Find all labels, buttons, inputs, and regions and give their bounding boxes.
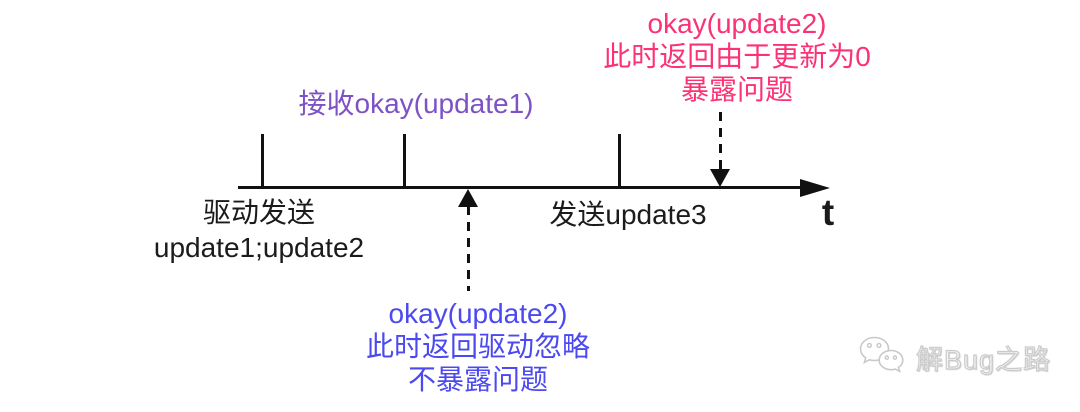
- watermark-text: 解Bug之路: [915, 344, 1052, 375]
- annotation-line: 此时返回驱动忽略: [365, 331, 591, 362]
- arrowhead-up-icon: [458, 189, 478, 207]
- label-line: 驱动发送: [202, 197, 315, 228]
- annotation-line: 不暴露问题: [407, 364, 549, 395]
- time-axis-line: [238, 186, 802, 189]
- label-driver-send: 驱动发送 update1;update2: [154, 195, 364, 265]
- label-send-update3: 发送update3: [549, 199, 707, 230]
- annotation-line: 暴露问题: [680, 74, 794, 105]
- watermark: 解Bug之路: [858, 334, 1051, 380]
- annotation-okay-update2-exposed: okay(update2) 此时返回由于更新为0 暴露问题: [603, 7, 871, 106]
- tick-driver-send: [261, 134, 264, 187]
- time-axis-arrowhead-icon: [800, 179, 830, 197]
- dashed-arrow-up-line: [467, 206, 470, 291]
- time-axis-label: t: [821, 192, 835, 233]
- wechat-icon: [858, 334, 908, 380]
- annotation-line: 此时返回由于更新为0: [603, 41, 871, 72]
- dashed-arrow-down-line: [719, 112, 722, 170]
- tick-receive-okay-update1: [403, 134, 406, 187]
- annotation-okay-update2-ignored: okay(update2) 此时返回驱动忽略 不暴露问题: [366, 297, 590, 396]
- annotation-line: okay(update2): [388, 298, 568, 329]
- tick-send-update3: [618, 134, 621, 187]
- annotation-line: okay(update2): [647, 8, 827, 39]
- label-line: update1;update2: [153, 232, 365, 263]
- annotation-receive-okay-update1: 接收okay(update1): [298, 88, 534, 119]
- arrowhead-down-icon: [710, 169, 730, 187]
